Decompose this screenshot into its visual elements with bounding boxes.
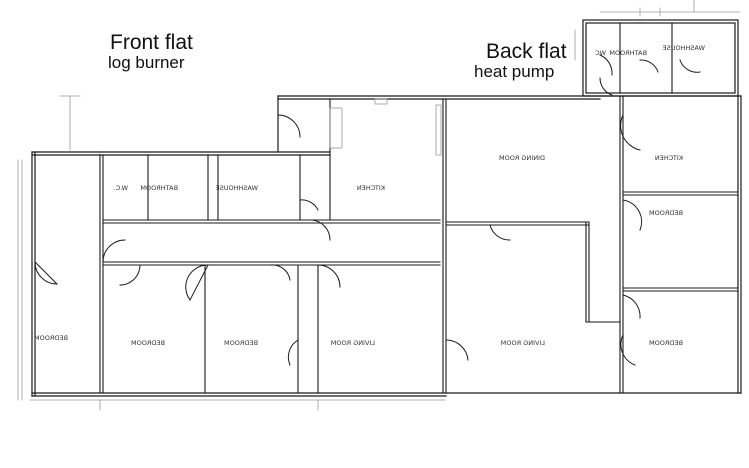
front-flat-title: Front flat — [110, 31, 193, 54]
interior-walls — [99, 22, 739, 394]
outer-walls — [31, 19, 742, 397]
room-label-bedroom-a: BEDROOM — [131, 339, 165, 347]
room-label-washhouse: WASHHOUSE — [215, 184, 258, 192]
door-swings — [34, 54, 701, 366]
room-label-kitchen: KITCHEN — [357, 184, 385, 192]
room-label-bathroom-back: BATHROOM — [609, 49, 647, 57]
back-flat-subtitle: heat pump — [474, 62, 555, 81]
room-label-back-living: LIVING ROOM — [501, 339, 545, 347]
room-label-washhouse-back: WASHHOUSE — [662, 44, 705, 52]
room-label-front-bedroom: BEDROOM — [34, 334, 68, 342]
room-label-bathroom: BATHROOM — [140, 184, 178, 192]
room-label-bedroom-b: BEDROOM — [224, 339, 258, 347]
room-label-back-bedroom-2: BEDROOM — [649, 339, 683, 347]
room-label-back-dining: DINING ROOM — [499, 154, 545, 162]
room-label-wc-back: WC — [595, 49, 606, 57]
back-flat-title: Back flat — [486, 40, 567, 63]
front-flat-subtitle: log burner — [108, 53, 185, 72]
room-label-living-room: LIVING ROOM — [331, 339, 375, 347]
room-label-wc: W.C. — [114, 184, 128, 192]
room-label-back-bedroom-1: BEDROOM — [649, 209, 683, 217]
room-labels: BEDROOM W.C. BATHROOM WASHHOUSE KITCHEN … — [34, 44, 705, 347]
construction-marks — [17, 0, 741, 411]
room-label-back-kitchen: KITCHEN — [655, 154, 683, 162]
